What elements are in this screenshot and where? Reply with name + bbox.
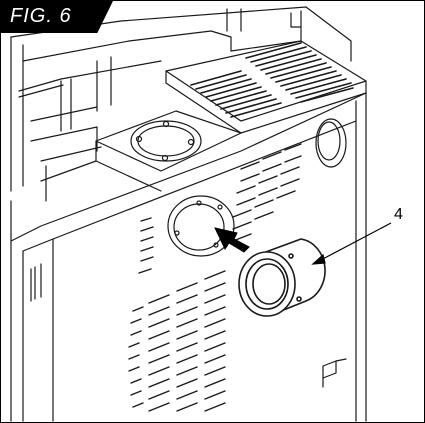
louvre-slots-left [128, 217, 226, 412]
stove-top-interior [10, 6, 352, 202]
callout-4-label: 4 [394, 206, 403, 223]
top-plate [40, 110, 242, 192]
figure-tag: FIG. 6 [1, 1, 113, 33]
rear-flue-opening [167, 195, 235, 257]
insertion-arrow [214, 227, 250, 253]
top-vent-grille [190, 42, 354, 118]
figure-label: FIG. 6 [10, 5, 72, 27]
flue-adaptor-ring [238, 238, 326, 317]
lower-bracket [322, 358, 347, 388]
side-hole [315, 118, 347, 168]
callout-4-leader [311, 222, 392, 265]
louvre-slots-right [232, 143, 302, 242]
back-panel [10, 92, 367, 422]
figure-tag-background [1, 1, 113, 33]
